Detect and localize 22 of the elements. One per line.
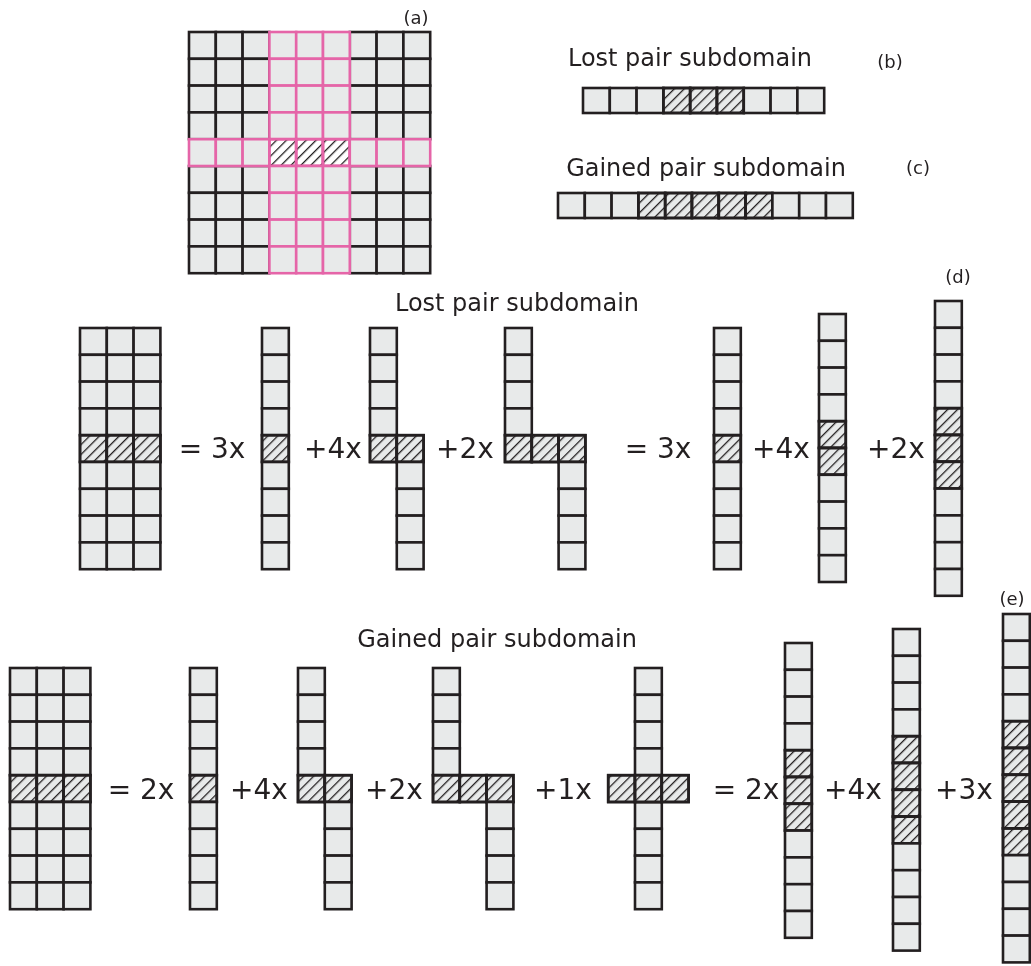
panel-label: (e): [999, 589, 1025, 609]
coefficient-term: +4x: [752, 433, 810, 465]
coefficient-term: +2x: [436, 433, 494, 465]
section-heading: Lost pair subdomain: [394, 289, 640, 317]
coefficient-term: = 3x: [624, 433, 692, 465]
coefficient-term: = 2x: [712, 774, 780, 806]
panel-label: (d): [945, 267, 971, 287]
section-heading: Gained pair subdomain: [357, 625, 637, 653]
coefficient-term: +4x: [230, 774, 288, 806]
section-heading: Lost pair subdomain: [567, 44, 813, 72]
coefficient-term: +2x: [867, 433, 925, 465]
coefficient-term: +4x: [824, 774, 882, 806]
panel-label: (a): [403, 8, 429, 28]
coefficient-term: +2x: [365, 774, 423, 806]
coefficient-term: +3x: [935, 774, 993, 806]
coefficient-term: = 2x: [107, 774, 175, 806]
section-heading: Gained pair subdomain: [566, 154, 846, 182]
panel-label: (b): [877, 52, 903, 72]
coefficient-term: +1x: [534, 774, 592, 806]
coefficient-term: = 3x: [178, 433, 246, 465]
coefficient-term: +4x: [304, 433, 362, 465]
panel-label: (c): [906, 158, 930, 178]
